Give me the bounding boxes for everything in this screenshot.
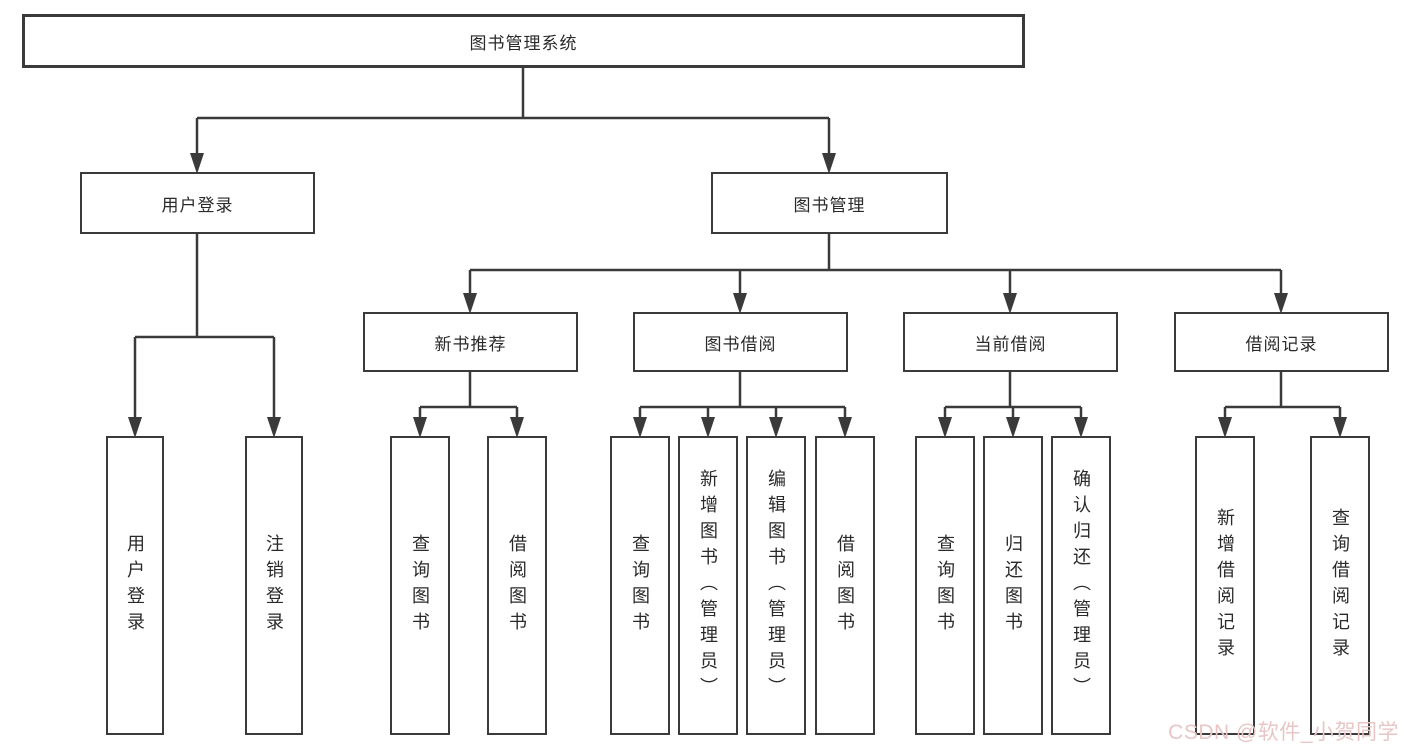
node-borrow-records: 借阅记录 — [1174, 312, 1389, 372]
arrowhead — [938, 417, 952, 438]
arrowhead — [1003, 293, 1017, 314]
arrowhead — [822, 153, 836, 174]
leaf-edit-book-admin: 编辑图书（管理员） — [746, 436, 806, 735]
arrowhead — [1006, 417, 1020, 438]
arrowhead — [463, 293, 477, 314]
leaf-query-borrow-record: 查询借阅记录 — [1310, 436, 1370, 735]
arrowhead — [1333, 417, 1347, 438]
leaf-query-books-2: 查询图书 — [610, 436, 670, 735]
leaf-add-book-admin: 新增图书（管理员） — [678, 436, 738, 735]
leaf-return-book: 归还图书 — [983, 436, 1043, 735]
arrowhead — [190, 153, 204, 174]
arrowhead — [701, 417, 715, 438]
csdn-watermark: CSDN @软件_小贺同学 — [1168, 721, 1399, 744]
arrowhead — [838, 417, 852, 438]
leaf-borrow-books-2: 借阅图书 — [815, 436, 875, 735]
leaf-logout: 注销登录 — [245, 436, 303, 735]
arrowhead — [1074, 417, 1088, 438]
arrowhead — [1218, 417, 1232, 438]
node-user-login: 用户登录 — [80, 172, 315, 234]
leaf-confirm-return-admin: 确认归还（管理员） — [1051, 436, 1111, 735]
leaf-query-books-3: 查询图书 — [915, 436, 975, 735]
arrowhead — [769, 417, 783, 438]
node-book-borrow: 图书借阅 — [633, 312, 848, 372]
arrowhead — [633, 417, 647, 438]
leaf-query-books-1: 查询图书 — [390, 436, 450, 735]
arrowhead — [267, 417, 281, 438]
arrowhead — [128, 417, 142, 438]
node-root-system: 图书管理系统 — [22, 14, 1025, 68]
arrowhead — [510, 417, 524, 438]
arrowhead — [733, 293, 747, 314]
node-current-borrow: 当前借阅 — [903, 312, 1118, 372]
leaf-user-login: 用户登录 — [106, 436, 164, 735]
arrowhead — [1274, 293, 1288, 314]
node-book-management: 图书管理 — [711, 172, 948, 234]
leaf-add-borrow-record: 新增借阅记录 — [1195, 436, 1255, 735]
node-new-books: 新书推荐 — [363, 312, 578, 372]
leaf-borrow-books-1: 借阅图书 — [487, 436, 547, 735]
arrowhead — [413, 417, 427, 438]
